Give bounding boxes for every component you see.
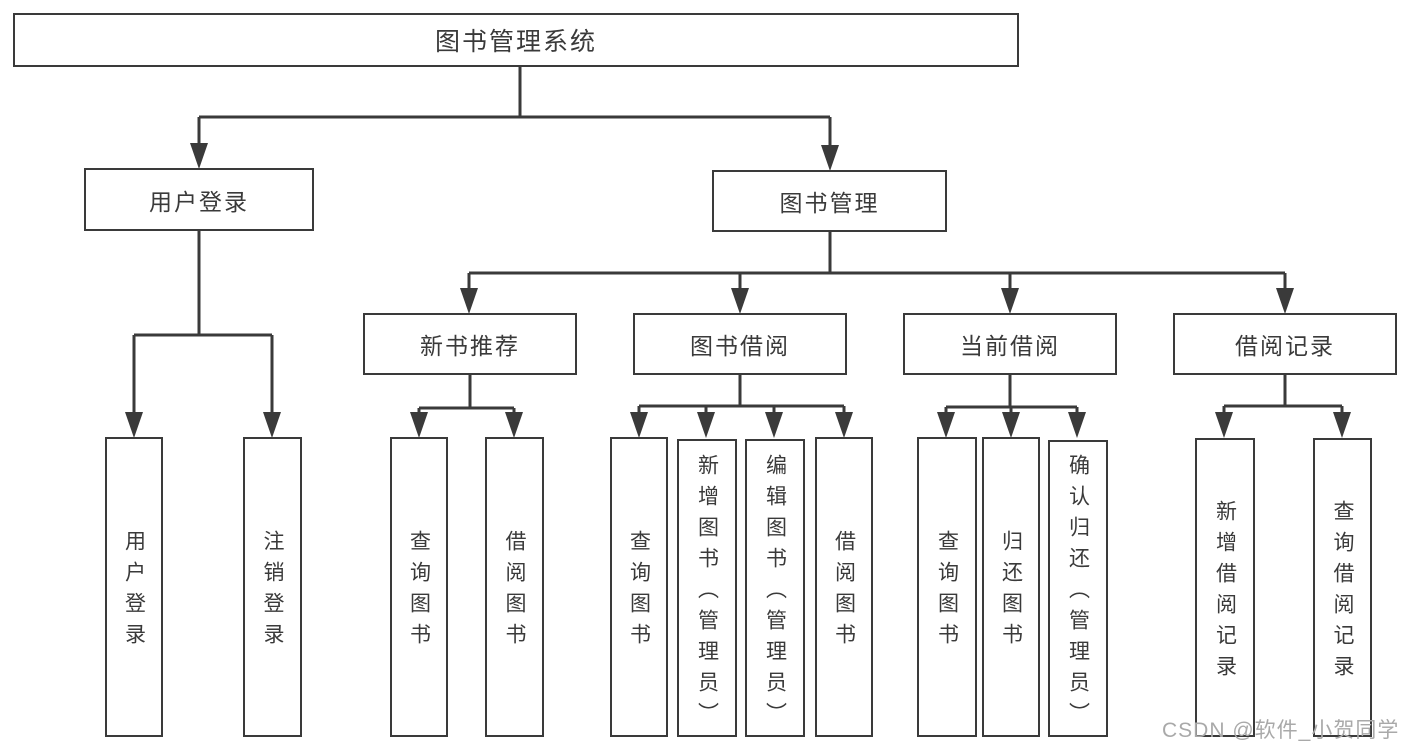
node-book-borrowing: 图书借阅: [633, 313, 847, 375]
node-label: 查询图书: [627, 530, 651, 654]
node-leaf-add-borrow-record: 新增借阅记录: [1195, 438, 1255, 737]
node-label: 确认归还（管理员）: [1066, 454, 1090, 733]
node-leaf-borrow-books-1: 借阅图书: [485, 437, 544, 737]
node-leaf-query-books-3: 查询图书: [917, 437, 977, 737]
node-label: 新书推荐: [420, 333, 520, 359]
node-leaf-logout: 注销登录: [243, 437, 302, 737]
connector-arrowhead-icon: [410, 412, 428, 438]
connector-arrowhead-icon: [630, 412, 648, 438]
node-label: 新增借阅记录: [1213, 499, 1237, 686]
node-leaf-confirm-return-admin: 确认归还（管理员）: [1048, 440, 1108, 737]
node-label: 图书管理: [779, 190, 880, 216]
node-leaf-user-login: 用户登录: [105, 437, 163, 737]
node-label: 归还图书: [999, 530, 1023, 654]
node-current-borrowing: 当前借阅: [903, 313, 1117, 375]
node-label: 用户登录: [122, 530, 146, 654]
connector-arrowhead-icon: [731, 288, 749, 314]
connector-arrowhead-icon: [190, 143, 208, 169]
node-label: 图书借阅: [690, 333, 790, 359]
connector-arrowhead-icon: [1068, 412, 1086, 438]
connector-arrowhead-icon: [1002, 412, 1020, 438]
connector-arrowhead-icon: [263, 412, 281, 438]
connector-arrowhead-icon: [505, 412, 523, 438]
connector-arrowhead-icon: [460, 288, 478, 314]
connector-arrowhead-icon: [697, 412, 715, 438]
node-leaf-query-books-1: 查询图书: [390, 437, 448, 737]
node-label: 用户登录: [149, 188, 249, 215]
node-user-login: 用户登录: [84, 168, 314, 231]
node-label: 当前借阅: [960, 333, 1060, 359]
node-book-management: 图书管理: [712, 170, 947, 232]
node-leaf-add-books-admin: 新增图书（管理员）: [677, 439, 737, 737]
node-leaf-query-borrow-record: 查询借阅记录: [1313, 438, 1372, 737]
connector-arrowhead-icon: [937, 412, 955, 438]
connector-arrowhead-icon: [821, 145, 839, 171]
node-leaf-query-books-2: 查询图书: [610, 437, 668, 737]
node-label: 查询借阅记录: [1331, 499, 1354, 686]
node-borrowing-records: 借阅记录: [1173, 313, 1397, 375]
node-label: 借阅记录: [1235, 333, 1335, 359]
watermark: CSDN @软件_小贺同学: [1162, 719, 1400, 742]
connector-arrowhead-icon: [1276, 288, 1294, 314]
connector-arrowhead-icon: [835, 412, 853, 438]
node-new-book-recommendation: 新书推荐: [363, 313, 577, 375]
node-leaf-borrow-books-2: 借阅图书: [815, 437, 873, 737]
connector-arrowhead-icon: [125, 412, 143, 438]
node-label: 编辑图书（管理员）: [763, 453, 787, 733]
node-library-management-system: 图书管理系统: [13, 13, 1019, 67]
connector-arrowhead-icon: [1215, 412, 1233, 438]
node-label: 查询图书: [407, 530, 431, 654]
connector-arrowhead-icon: [765, 412, 783, 438]
node-label: 新增图书（管理员）: [695, 453, 719, 733]
node-label: 注销登录: [261, 530, 284, 654]
node-leaf-edit-books-admin: 编辑图书（管理员）: [745, 439, 805, 737]
connector-arrowhead-icon: [1001, 288, 1019, 314]
node-label: 图书管理系统: [434, 28, 597, 56]
node-label: 借阅图书: [503, 530, 526, 654]
node-label: 查询图书: [935, 530, 959, 654]
connector-arrowhead-icon: [1333, 412, 1351, 438]
node-leaf-return-books: 归还图书: [982, 437, 1040, 737]
node-label: 借阅图书: [832, 530, 856, 654]
